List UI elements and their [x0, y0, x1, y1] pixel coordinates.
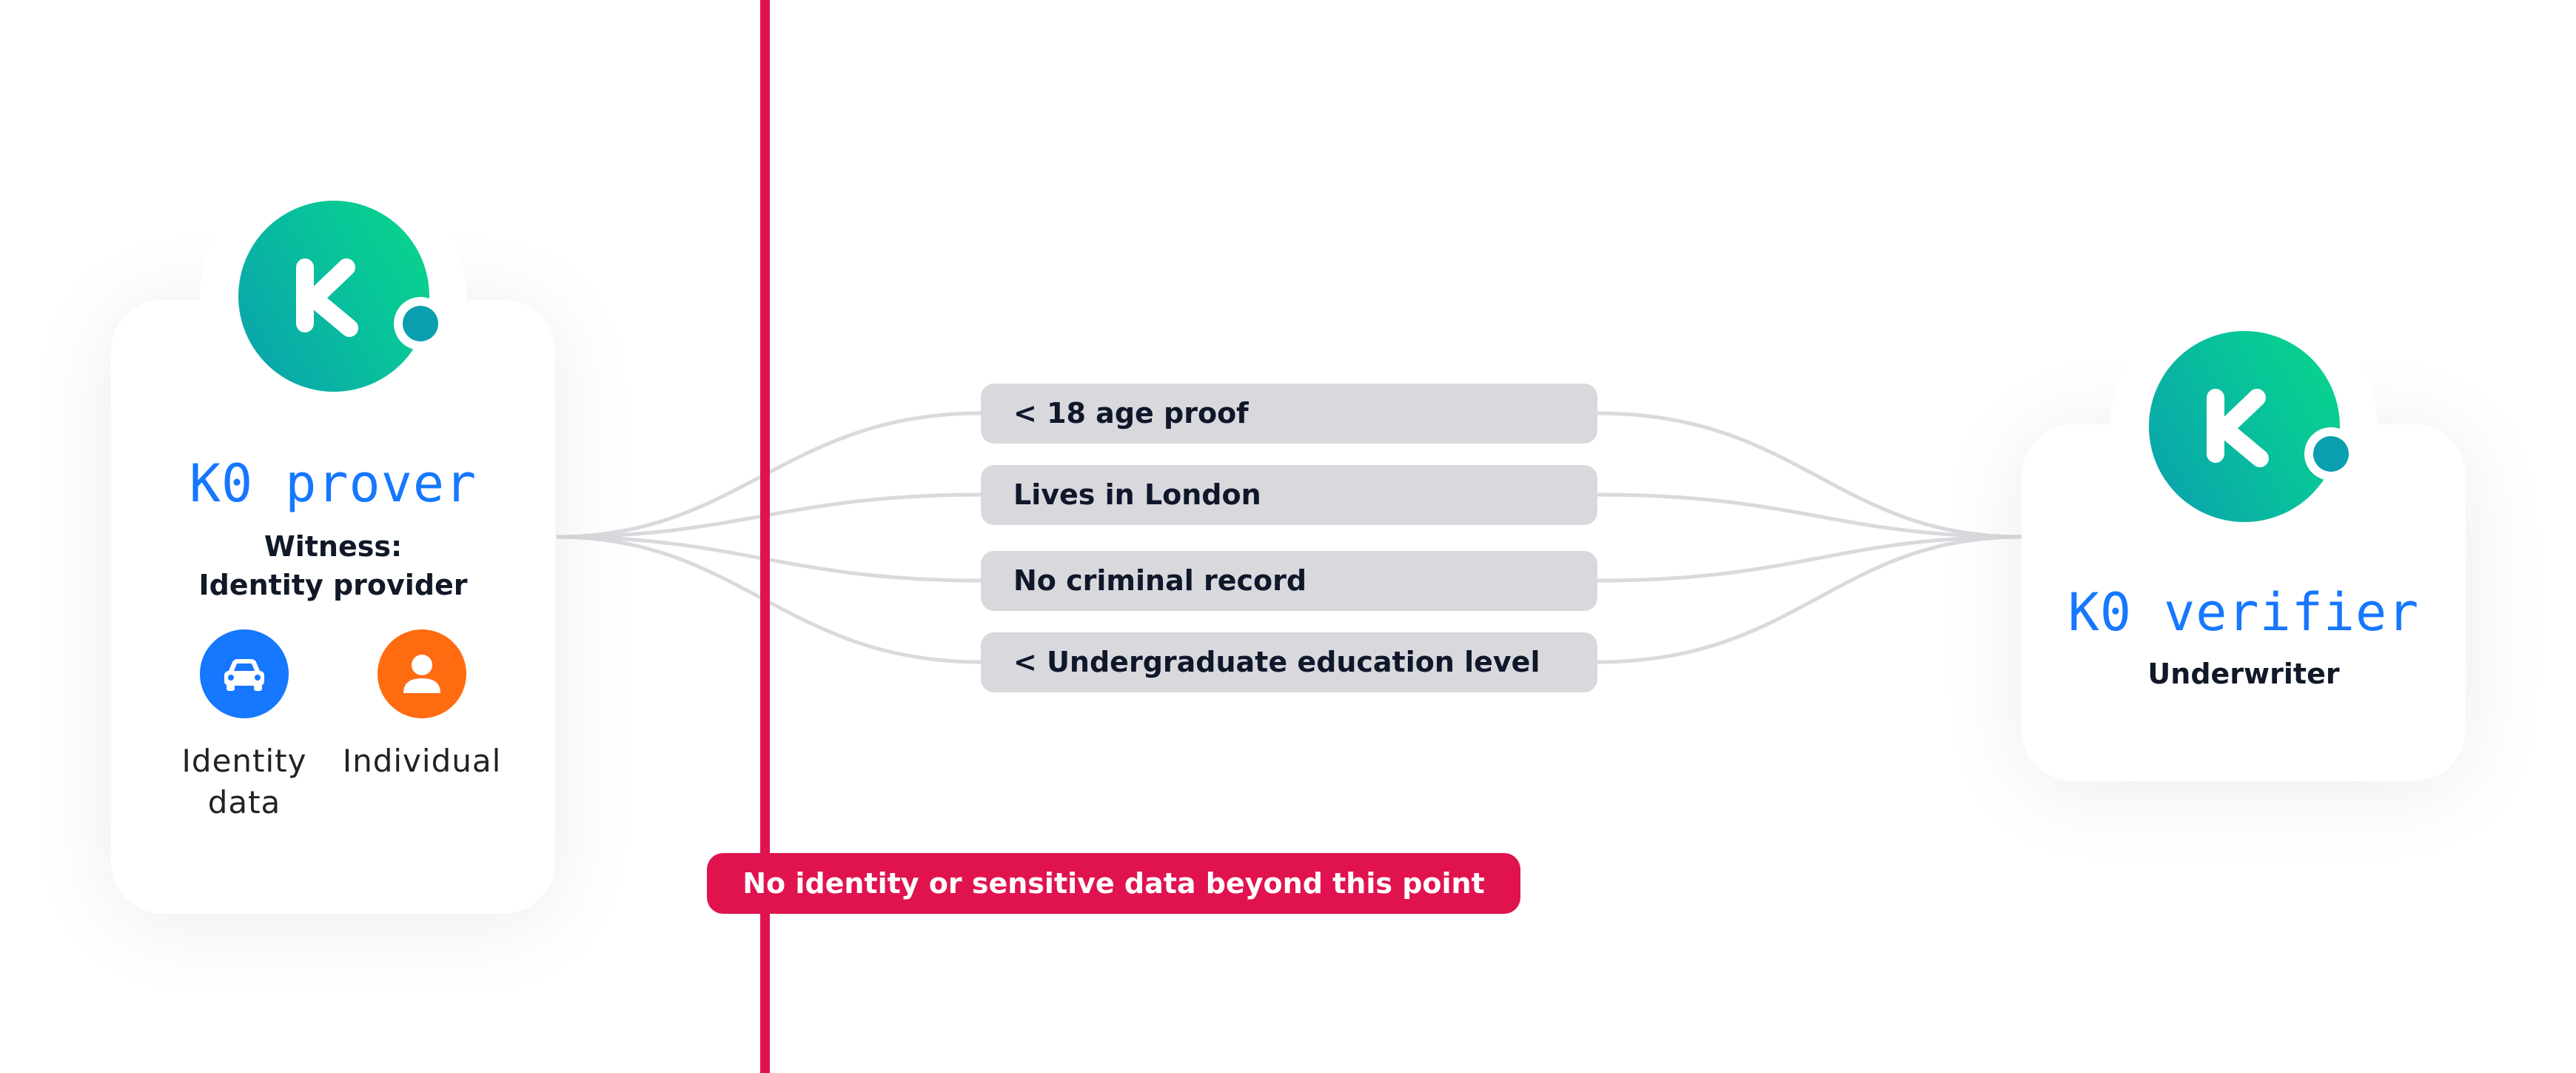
prover-logo: [200, 162, 466, 429]
verifier-subtitle: Underwriter: [2147, 658, 2340, 690]
link-proof-2-verifier: [1597, 492, 2022, 539]
person-icon: [378, 629, 466, 718]
verifier-title: K0 verifier: [2067, 582, 2420, 643]
identity-data-label-line1: Identity: [181, 743, 307, 779]
proof-criminal-record: No criminal record: [981, 551, 1597, 611]
proof-education: < Undergraduate education level: [981, 632, 1597, 692]
k0-logo-icon: [238, 201, 447, 392]
prover-title: K0 prover: [189, 453, 477, 514]
link-proof-1-verifier: [1597, 411, 2022, 539]
verifier-logo: [2110, 293, 2377, 559]
privacy-boundary-line: [760, 0, 770, 1073]
prover-subtitle-line1: Witness:: [264, 530, 403, 563]
prover-subtitle-line2: Identity provider: [198, 569, 468, 601]
proof-location: Lives in London: [981, 465, 1597, 525]
identity-data-label-line2: data: [207, 784, 281, 820]
car-icon: [200, 629, 289, 718]
link-proof-3-verifier: [1597, 535, 2022, 583]
privacy-boundary-badge: No identity or sensitive data beyond thi…: [707, 853, 1520, 914]
k0-logo-icon: [2149, 331, 2358, 522]
link-proof-4-verifier: [1597, 535, 2022, 664]
proof-age: < 18 age proof: [981, 384, 1597, 444]
prover-subtitle: Witness: Identity provider: [111, 527, 555, 604]
identity-data-label: Identity data: [155, 741, 333, 823]
individual-label: Individual: [342, 743, 502, 779]
